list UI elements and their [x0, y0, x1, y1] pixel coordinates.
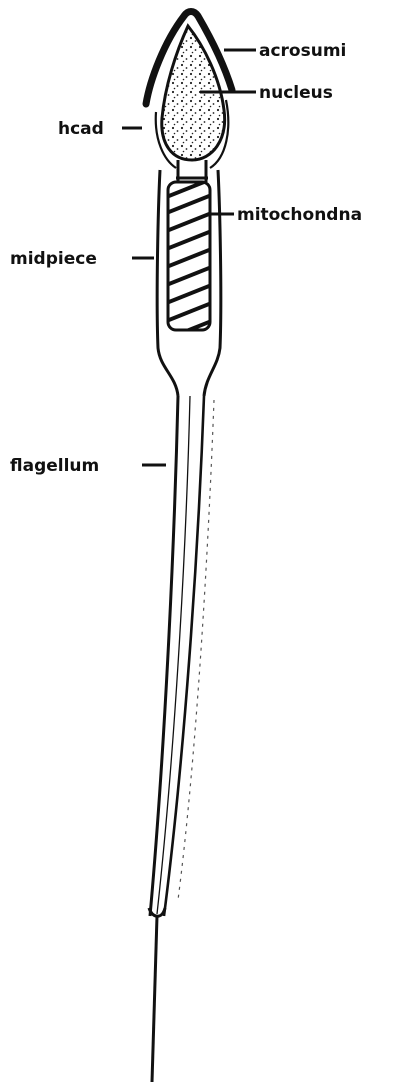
neck [176, 160, 208, 182]
acrosome-label: acrosumi [259, 41, 346, 61]
flagellum-label: flagellum [10, 456, 99, 476]
mitochondria-label: mitochondna [237, 205, 362, 225]
tail-outer-dashed [178, 400, 214, 900]
nucleus-label: nucleus [259, 83, 333, 103]
sperm-midpiece [157, 170, 221, 396]
tail-end-piece [152, 916, 157, 1082]
midpiece-label: midpiece [10, 249, 97, 269]
tail-right-edge [164, 396, 204, 916]
sperm-head [146, 12, 232, 183]
head-label: hcad [58, 119, 104, 139]
sperm-flagellum [149, 396, 214, 1082]
